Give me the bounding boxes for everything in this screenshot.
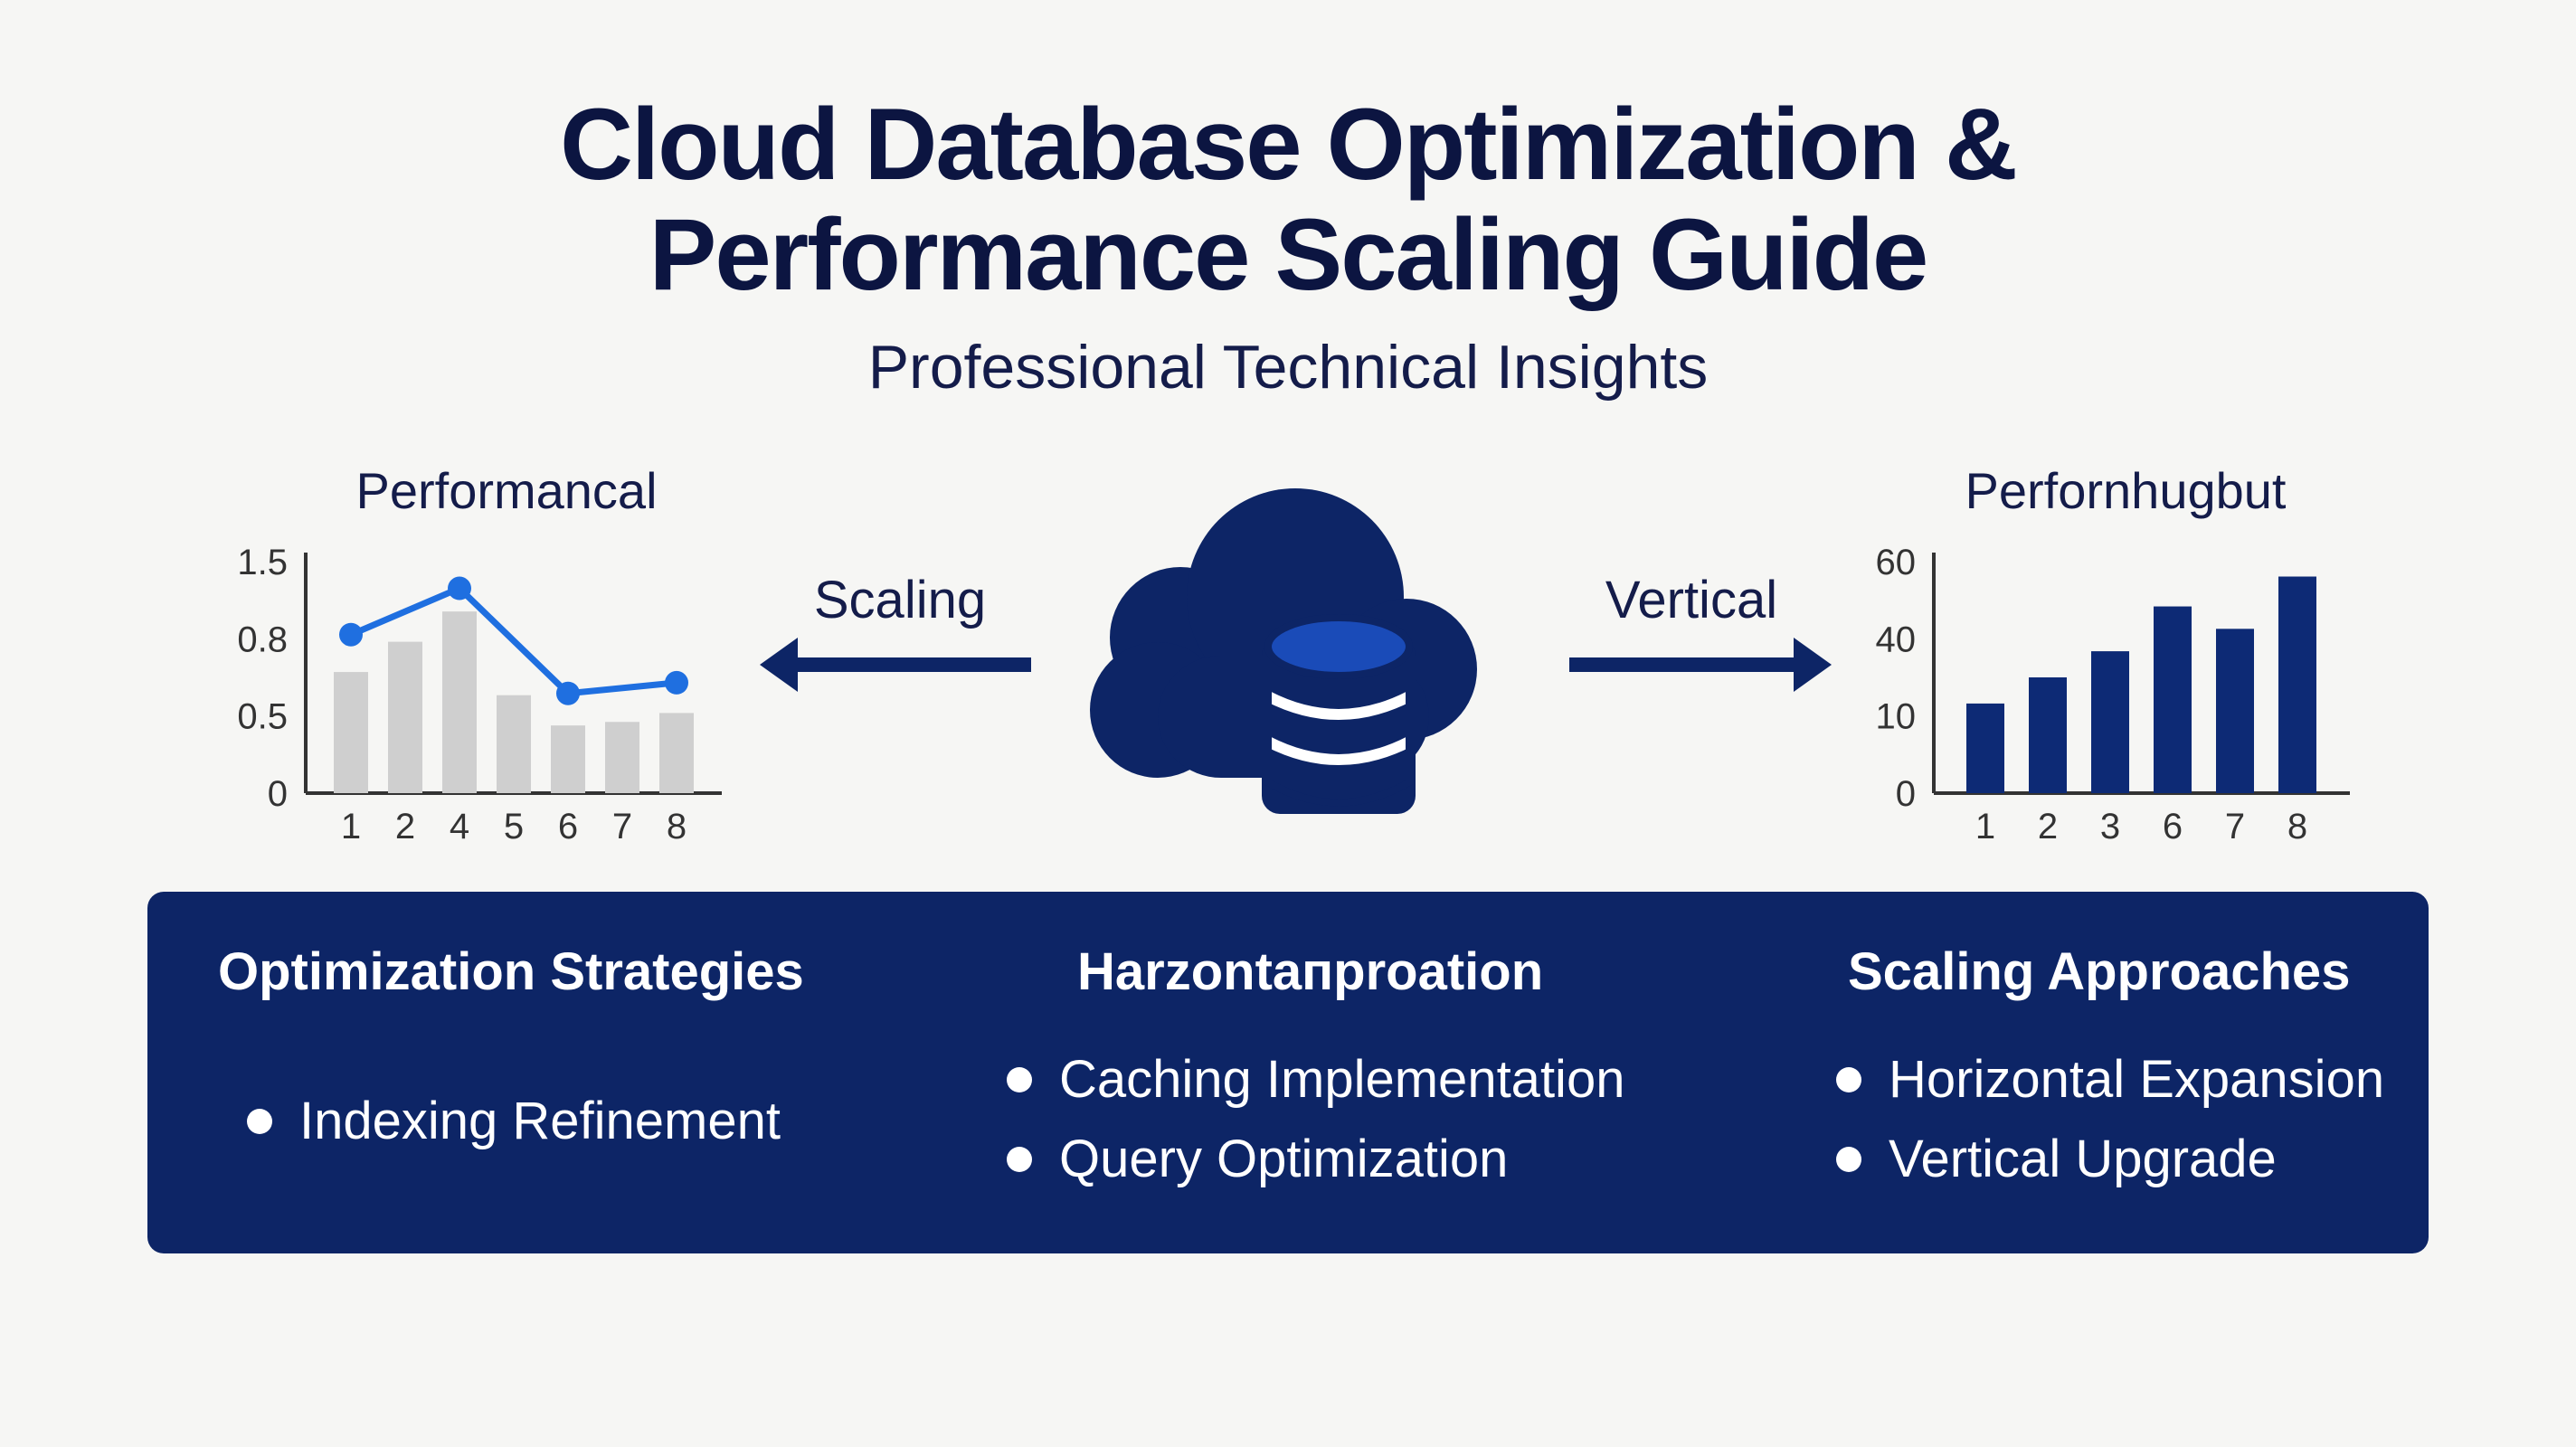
chart-point [556, 681, 580, 705]
list-item: Horizontal Expansion [1836, 1040, 2384, 1120]
x-tick-label: 7 [2225, 807, 2245, 846]
y-tick-label: 60 [1876, 543, 1917, 582]
scaling-arrow-label: Scaling [813, 571, 987, 629]
vertical-arrow-label: Vertical [1605, 571, 1778, 629]
horizontal-proation-list: Caching Implementation Query Optimizatio… [1007, 1040, 1624, 1199]
x-tick-label: 4 [450, 807, 469, 846]
list-item: Vertical Upgrade [1836, 1120, 2384, 1199]
chart-bar [1966, 703, 2004, 793]
chart-bar [388, 641, 422, 793]
x-tick-label: 2 [395, 807, 415, 846]
optimization-strategies-heading: Optimization Strategies [218, 942, 804, 1001]
y-tick-label: 40 [1876, 619, 1917, 659]
list-item: Query Optimization [1007, 1120, 1624, 1199]
bullet-icon [1836, 1067, 1861, 1092]
bullet-icon [1007, 1147, 1032, 1172]
x-tick-label: 2 [2038, 807, 2058, 846]
optimization-strategies-list: Indexing Refinement [247, 1082, 781, 1161]
list-item-label: Vertical Upgrade [1889, 1130, 2277, 1188]
chart-bar [442, 611, 477, 793]
chart-point [339, 622, 363, 647]
x-tick-label: 1 [1975, 807, 1995, 846]
chart-bar [2091, 651, 2129, 793]
chart-point [665, 670, 688, 695]
y-tick-label: 0.5 [237, 697, 288, 737]
list-item-label: Indexing Refinement [299, 1092, 781, 1150]
x-tick-label: 7 [612, 807, 632, 846]
list-item-label: Query Optimization [1059, 1130, 1509, 1188]
chart-bar [334, 672, 368, 793]
scaling-approaches-heading: Scaling Approaches [1848, 942, 2351, 1001]
left-chart-title: Performancal [355, 462, 658, 519]
page-title-line-2: Performance Scaling Guide [649, 198, 1929, 311]
right-chart-title: Perfornhugbut [1965, 462, 2287, 519]
bullet-icon [247, 1109, 272, 1134]
x-tick-label: 3 [2100, 807, 2120, 846]
bullet-icon [1836, 1147, 1861, 1172]
chart-point [448, 576, 471, 601]
scaling-approaches-list: Horizontal Expansion Vertical Upgrade [1836, 1040, 2384, 1199]
chart-bar [2216, 629, 2254, 793]
chart-bar [497, 695, 531, 793]
chart-bar [2278, 576, 2316, 793]
y-tick-label: 0 [1896, 774, 1916, 814]
x-tick-label: 8 [667, 807, 687, 846]
chart-line [349, 584, 677, 697]
x-tick-label: 6 [2163, 807, 2183, 846]
left-arrow-icon [760, 638, 1031, 692]
chart-bar [605, 722, 639, 793]
chart-bar [659, 713, 694, 793]
page-title-line-1: Cloud Database Optimization & [560, 88, 2018, 201]
y-tick-label: 0 [268, 774, 288, 814]
y-tick-label: 0.8 [237, 619, 288, 659]
list-item: Caching Implementation [1007, 1040, 1624, 1120]
right-arrow-icon [1569, 638, 1832, 692]
x-tick-label: 5 [504, 807, 524, 846]
list-item-label: Caching Implementation [1059, 1050, 1625, 1109]
cloud-database-icon [1090, 488, 1477, 814]
chart-bar [551, 725, 585, 793]
y-tick-label: 1.5 [237, 543, 288, 582]
x-tick-label: 8 [2287, 807, 2307, 846]
right-performance-chart: 0 10 40 60 1 2 3 6 7 8 [1876, 543, 2350, 846]
page-subtitle: Professional Technical Insights [867, 333, 1709, 402]
list-item: Indexing Refinement [247, 1082, 781, 1161]
bullet-icon [1007, 1067, 1032, 1092]
chart-bar [2029, 677, 2067, 793]
strategies-panel: Optimization Strategies Indexing Refinem… [147, 892, 2429, 1253]
y-tick-label: 10 [1876, 697, 1917, 737]
x-tick-label: 1 [341, 807, 361, 846]
x-tick-label: 6 [558, 807, 578, 846]
chart-bar [2154, 606, 2192, 793]
list-item-label: Horizontal Expansion [1889, 1050, 2385, 1109]
horizontal-proation-heading: Harzontaпproation [1077, 942, 1544, 1001]
